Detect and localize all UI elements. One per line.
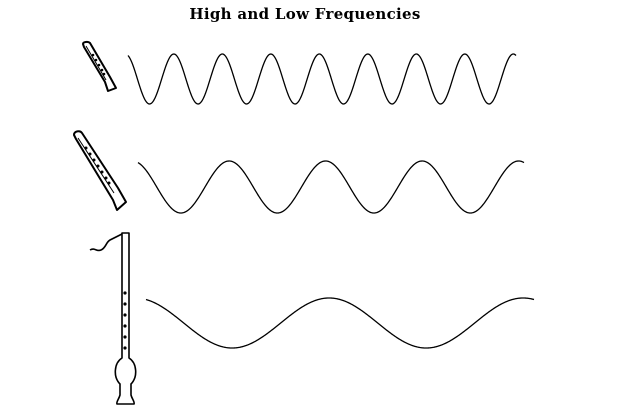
small-recorder-icon xyxy=(82,40,117,92)
long-flute-icon xyxy=(89,232,137,405)
low-frequency-wave xyxy=(145,297,535,349)
medium-frequency-wave xyxy=(137,160,525,214)
high-frequency-wave xyxy=(127,53,517,105)
page-title: High and Low Frequencies xyxy=(189,5,421,23)
medium-recorder-icon xyxy=(73,130,127,211)
